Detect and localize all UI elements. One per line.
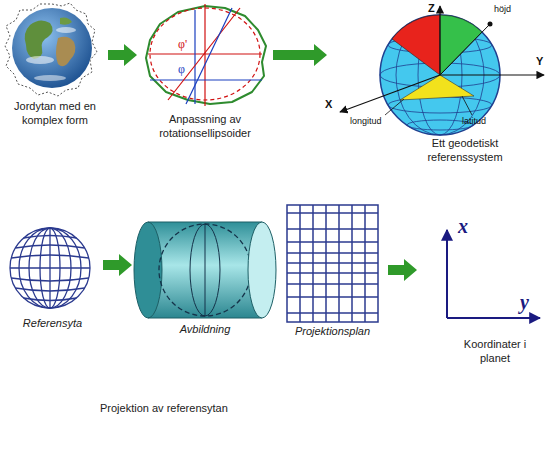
axis-label: latitud	[462, 116, 486, 127]
illustration-panel: Anpassning av rotationsellipsoider	[140, 5, 270, 141]
figure-caption: Projektion av referensytan	[100, 402, 228, 414]
projection-cylinder	[134, 222, 276, 318]
axis-label: Z	[428, 2, 435, 15]
reference-globe	[340, 6, 544, 135]
plane-axes	[447, 230, 540, 318]
panel-caption: Referensyta	[5, 317, 100, 331]
panel-caption: Anpassning av rotationsellipsoider	[140, 113, 270, 141]
illustration-panel: Ett geodetiskt referenssystem	[330, 5, 545, 165]
flow-arrow	[108, 44, 137, 66]
graticule-globe	[10, 228, 90, 308]
axis-label: φ'	[178, 37, 187, 51]
panel-caption: Jordytan med en komplex form	[5, 100, 105, 128]
illustration-panel: Avbildning	[135, 215, 275, 337]
axis-label: x	[458, 214, 468, 238]
panel-caption: Avbildning	[135, 323, 275, 337]
axis-label: Y	[536, 55, 543, 68]
projection-grid	[287, 205, 378, 322]
illustration-panel: Jordytan med en komplex form	[5, 5, 105, 128]
flow-arrow	[388, 259, 417, 281]
flow-arrow	[103, 254, 132, 276]
axis-label: longitud	[350, 116, 382, 127]
illustration-panel: Referensyta	[5, 225, 100, 331]
axis-label: φ	[178, 62, 185, 76]
axis-label: X	[325, 98, 332, 111]
axis-label: y	[520, 290, 529, 314]
panel-caption: Ett geodetiskt referenssystem	[405, 137, 525, 165]
panel-caption: Koordinater i planet	[450, 338, 540, 366]
flow-arrow	[273, 44, 327, 66]
axis-label: höjd	[494, 4, 511, 15]
earth-picture	[5, 3, 97, 96]
panel-caption: Projektionsplan	[280, 325, 385, 339]
illustration-panel: Projektionsplan	[280, 203, 385, 339]
ellipsoid-fit	[146, 4, 266, 106]
